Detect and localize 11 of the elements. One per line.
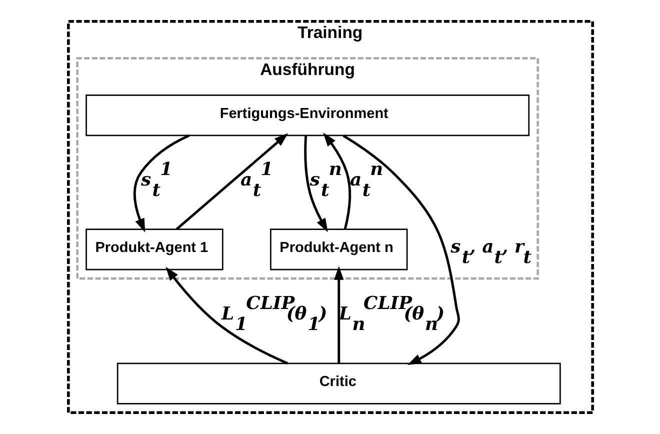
arrow	[132, 134, 190, 232]
arrow	[334, 266, 344, 364]
arrow	[342, 134, 460, 366]
node-box: Fertigungs-Environment	[85, 94, 530, 136]
arrow	[322, 132, 351, 230]
arrow	[175, 133, 288, 230]
arrow	[165, 266, 288, 364]
node-box: Critic	[116, 362, 560, 404]
node-box: Produkt-Agent n	[270, 228, 408, 270]
arrow	[304, 135, 328, 232]
node-box: Produkt-Agent 1	[85, 228, 223, 270]
